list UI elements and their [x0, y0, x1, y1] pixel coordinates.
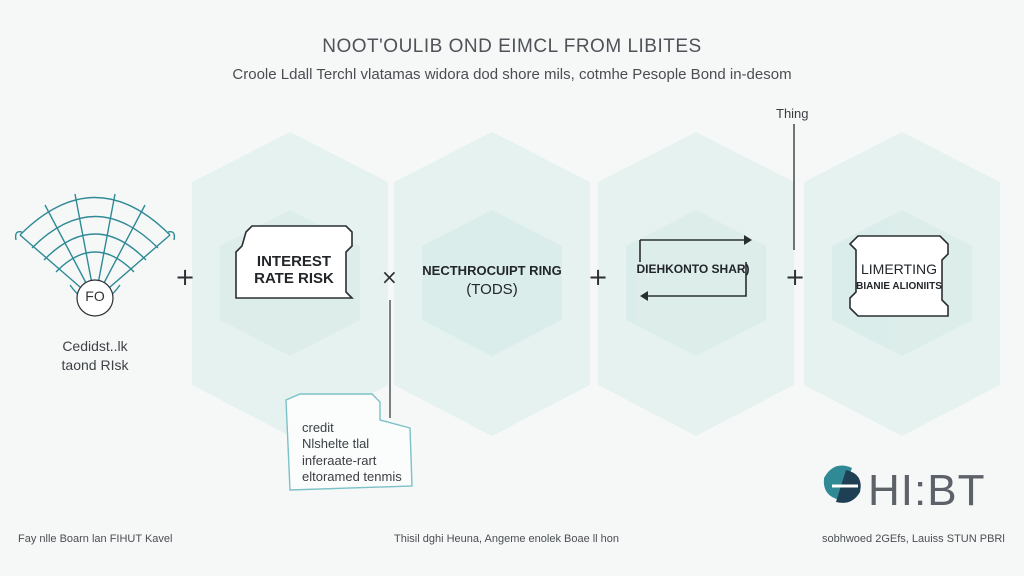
node-label-line2: BIANIE ALIONIITS: [856, 280, 942, 292]
node-label-line2: (TODS): [466, 280, 518, 298]
logo-mark-icon: [823, 465, 861, 503]
folder-note-line: Nlshelte tlal: [302, 436, 370, 452]
operator-times: ×: [381, 265, 398, 289]
operator-plus-2: +: [588, 263, 609, 291]
folder-note-shape: [285, 393, 413, 491]
left-caption-line1: Cedidst..lk: [62, 338, 128, 354]
folder-note-line: eltoramed tenmis: [302, 468, 402, 484]
node-box-interest-rate: [235, 225, 354, 299]
left-caption-line2: taond RIsk: [61, 356, 129, 373]
folder-note: credit Nlshelte tlal inferaate-rart elto…: [302, 420, 406, 485]
hexagon-inner: [626, 210, 766, 356]
folder-note-line: inferaate-rart: [302, 452, 377, 468]
left-caption: Cedidst..lk taond RIsk: [40, 337, 150, 375]
operator-plus-3: +: [785, 263, 806, 291]
icon-label: FO: [85, 288, 105, 304]
logo-text: HI:BT: [868, 466, 986, 515]
hexagon-inner: [422, 210, 562, 356]
diagram-subtitle: Croole Ldall Terchl vlatamas widora dod …: [232, 66, 792, 83]
node-interest-rate-risk: INTEREST RATE RISK: [236, 253, 352, 288]
node-box-limerting: [848, 235, 949, 317]
node-tods: NECTHROCUIPT RING (TODS): [410, 262, 574, 300]
footer-left: Fay nlle Boarn lan FIHUT Kavel: [18, 533, 173, 545]
node-label-line2: RATE RISK: [254, 270, 334, 288]
folder-note-line: credit: [302, 420, 334, 435]
node-label-line1: LIMERTING: [861, 261, 937, 277]
callout-thing: Thing: [776, 106, 809, 121]
diagram-title: NOOT'OULIB OND EIMCL FROM LIBITES: [322, 36, 702, 57]
node-limerting: LIMERTING BIANIE ALIONIITS: [850, 260, 948, 294]
node-label-line1: INTEREST: [256, 253, 332, 270]
operator-plus-1: +: [175, 263, 196, 291]
node-label-line1: NECTHROCUIPT RING: [422, 263, 562, 278]
footer-right: sobhwoed 2GEfs, Lauiss STUN PBRl: [822, 533, 1005, 545]
node-diehkonto: DIEHKONTO SHAR): [636, 262, 750, 276]
footer-center: Thisil dghi Heuna, Angeme enolek Boae ll…: [394, 533, 620, 545]
